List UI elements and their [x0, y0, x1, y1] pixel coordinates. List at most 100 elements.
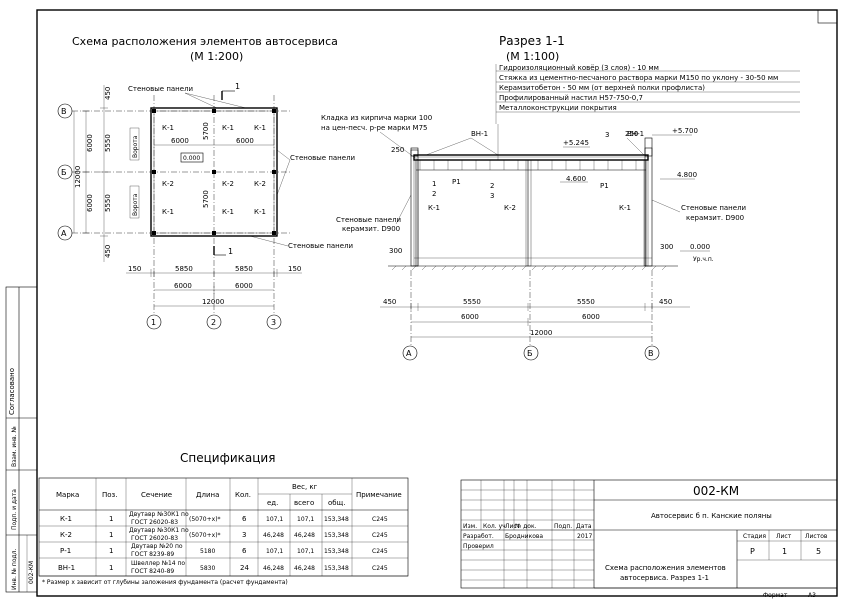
plan-k2-a: К-2 [162, 180, 174, 188]
title-block: Изм. Кол. уч Лист № док. Подп. Дата Разр… [460, 479, 838, 599]
spec-h-length: Длина [196, 491, 219, 499]
spec-h-pos: Поз. [102, 491, 118, 499]
spec-r4-length: 5830 [200, 565, 215, 572]
plan-dim-left-total: 12000 [74, 166, 82, 188]
spec-r2-all: 46,248 [294, 532, 315, 539]
spec-r2-qty: 3 [242, 531, 246, 539]
sheet-frame [36, 9, 838, 597]
section-p1-b: Р1 [600, 182, 609, 190]
tb-name-developer: Бродникова [505, 533, 543, 540]
layer-4: Профилированный настил Н57-750-0,7 [499, 94, 643, 102]
spec-h-mark: Марка [56, 491, 79, 499]
section-k2: К-2 [504, 204, 516, 212]
plan-gate-1: Ворота [132, 135, 139, 158]
section-bn1-a: ВН-1 [471, 130, 488, 138]
masonry-line-1: Кладка из кирпича марки 100 [321, 114, 432, 122]
plan-title: Схема расположения элементов автосервиса [72, 35, 338, 48]
spec-r4-qty: 24 [240, 564, 249, 572]
plan-dim-inner-2: 5700 [202, 190, 210, 208]
spec-r2-total: 153,348 [324, 532, 349, 539]
tb-stage: Р [750, 547, 755, 556]
plan-axis-v: В [61, 107, 67, 116]
section-num-3: 3 [490, 192, 494, 200]
tb-col-izm: Изм. [463, 523, 477, 530]
tb-col-date: Дата [576, 523, 592, 530]
section-k1-b: К-1 [619, 204, 631, 212]
layer-5: Металлоконструкции покрытия [499, 104, 617, 112]
side-sign-date: Подп. и дата [11, 489, 18, 530]
section-axis-v: В [648, 349, 654, 358]
spec-r2-length: (5070+х)* [189, 532, 221, 539]
side-inv-orig: Инв. № подл. [11, 549, 18, 590]
specification-table: Спецификация Марка Поз. Сечение Длина Ко… [38, 451, 409, 586]
spec-r1-pos: 1 [109, 515, 113, 523]
level-ground: Ур.ч.п. [693, 256, 714, 263]
plan-dim-bottom-b2: 6000 [235, 282, 253, 290]
spec-r1-length: (5070+х)* [189, 516, 221, 523]
spec-r4-section-1: Швеллер №14 по [131, 560, 185, 567]
tb-col-kolych: Кол. уч [483, 523, 506, 530]
plan-axis-3: 3 [271, 318, 276, 327]
tb-sheet-h: Лист [776, 533, 792, 540]
section-dim-5550a: 5550 [463, 298, 481, 306]
spec-r3-section-1: Двутавр №20 по [131, 543, 183, 550]
plan-k2-c: К-2 [254, 180, 266, 188]
section-title: Разрез 1-1 [499, 34, 565, 48]
spec-r4-note: С245 [372, 565, 388, 572]
spec-r4-total: 153,348 [324, 565, 349, 572]
section-axis-a: А [406, 349, 412, 358]
tb-stage-h: Стадия [743, 533, 766, 540]
plan-dim-total: 12000 [202, 298, 224, 306]
plan-k1-e: К-1 [222, 208, 234, 216]
spec-r3-mark: Р-1 [60, 547, 71, 555]
plan-dim-left-b1: 6000 [86, 134, 94, 152]
plan-dim-bottom-3: 5850 [235, 265, 253, 273]
plan-dim-left-3: 5550 [104, 194, 112, 212]
plan-axis-1: 1 [151, 318, 156, 327]
tb-sheets: 5 [816, 547, 821, 556]
plan-k2-b: К-2 [222, 180, 234, 188]
spec-r2-one: 46,248 [263, 532, 284, 539]
spec-r3-total: 153,348 [324, 548, 349, 555]
tb-project: Автосервис б п. Канские поляны [651, 512, 772, 520]
plan-dim-inner-1: 5700 [202, 122, 210, 140]
level-5245: +5.245 [563, 139, 589, 147]
plan-dim-bottom-b1: 6000 [174, 282, 192, 290]
section-num-2b: 2 [490, 182, 494, 190]
section-dim-12000: 12000 [530, 329, 552, 337]
plan-dim-left-1: 450 [104, 87, 112, 100]
section-wall-note-left-1: Стеновые панели [336, 216, 401, 224]
section-dim-300a: 300 [389, 247, 402, 255]
spec-h-qty: Кол. [235, 491, 251, 499]
plan-level-mark: 0.000 [183, 155, 200, 162]
plan-section-mark-bottom: 1 [228, 247, 233, 256]
plan-dim-bottom-2: 5850 [175, 265, 193, 273]
section-dim-6000b: 6000 [582, 313, 600, 321]
level-0: 0.000 [690, 243, 710, 251]
plan-scale: (М 1:200) [190, 50, 243, 63]
sheet-corner-box [817, 9, 838, 24]
spec-r3-length: 5180 [200, 548, 215, 555]
plan-axis-b: Б [61, 168, 67, 177]
spec-r3-qty: 6 [242, 547, 247, 555]
spec-h-one: ед. [267, 499, 278, 507]
plan-wall-panels-top: Стеновые панели [128, 85, 193, 93]
tb-role-checker: Проверил [463, 543, 494, 550]
side-code: 002-КМ [28, 561, 35, 584]
spec-r1-section-2: ГОСТ 26020-83 [131, 519, 178, 526]
section-wall-note-right-1: Стеновые панели [681, 204, 746, 212]
spec-r4-pos: 1 [109, 564, 113, 572]
level-4800: 4.800 [677, 171, 697, 179]
section-dim-250a: 250 [391, 146, 404, 154]
spec-r2-pos: 1 [109, 531, 113, 539]
plan-k1-b: К-1 [222, 124, 234, 132]
spec-r1-total: 153,348 [324, 516, 349, 523]
spec-r2-mark: К-2 [60, 531, 72, 539]
level-5700: +5.700 [672, 127, 698, 135]
plan-wall-panels-right: Стеновые панели [290, 154, 355, 162]
layer-1: Гидроизоляционный ковёр (3 слоя) - 10 мм [499, 64, 659, 72]
spec-r4-all: 46,248 [294, 565, 315, 572]
side-stamp: Согласовано Взам. инв. № Подп. и дата Ин… [5, 286, 38, 593]
section-dim-450b: 450 [659, 298, 672, 306]
tb-role-developer: Разработ. [463, 533, 494, 540]
